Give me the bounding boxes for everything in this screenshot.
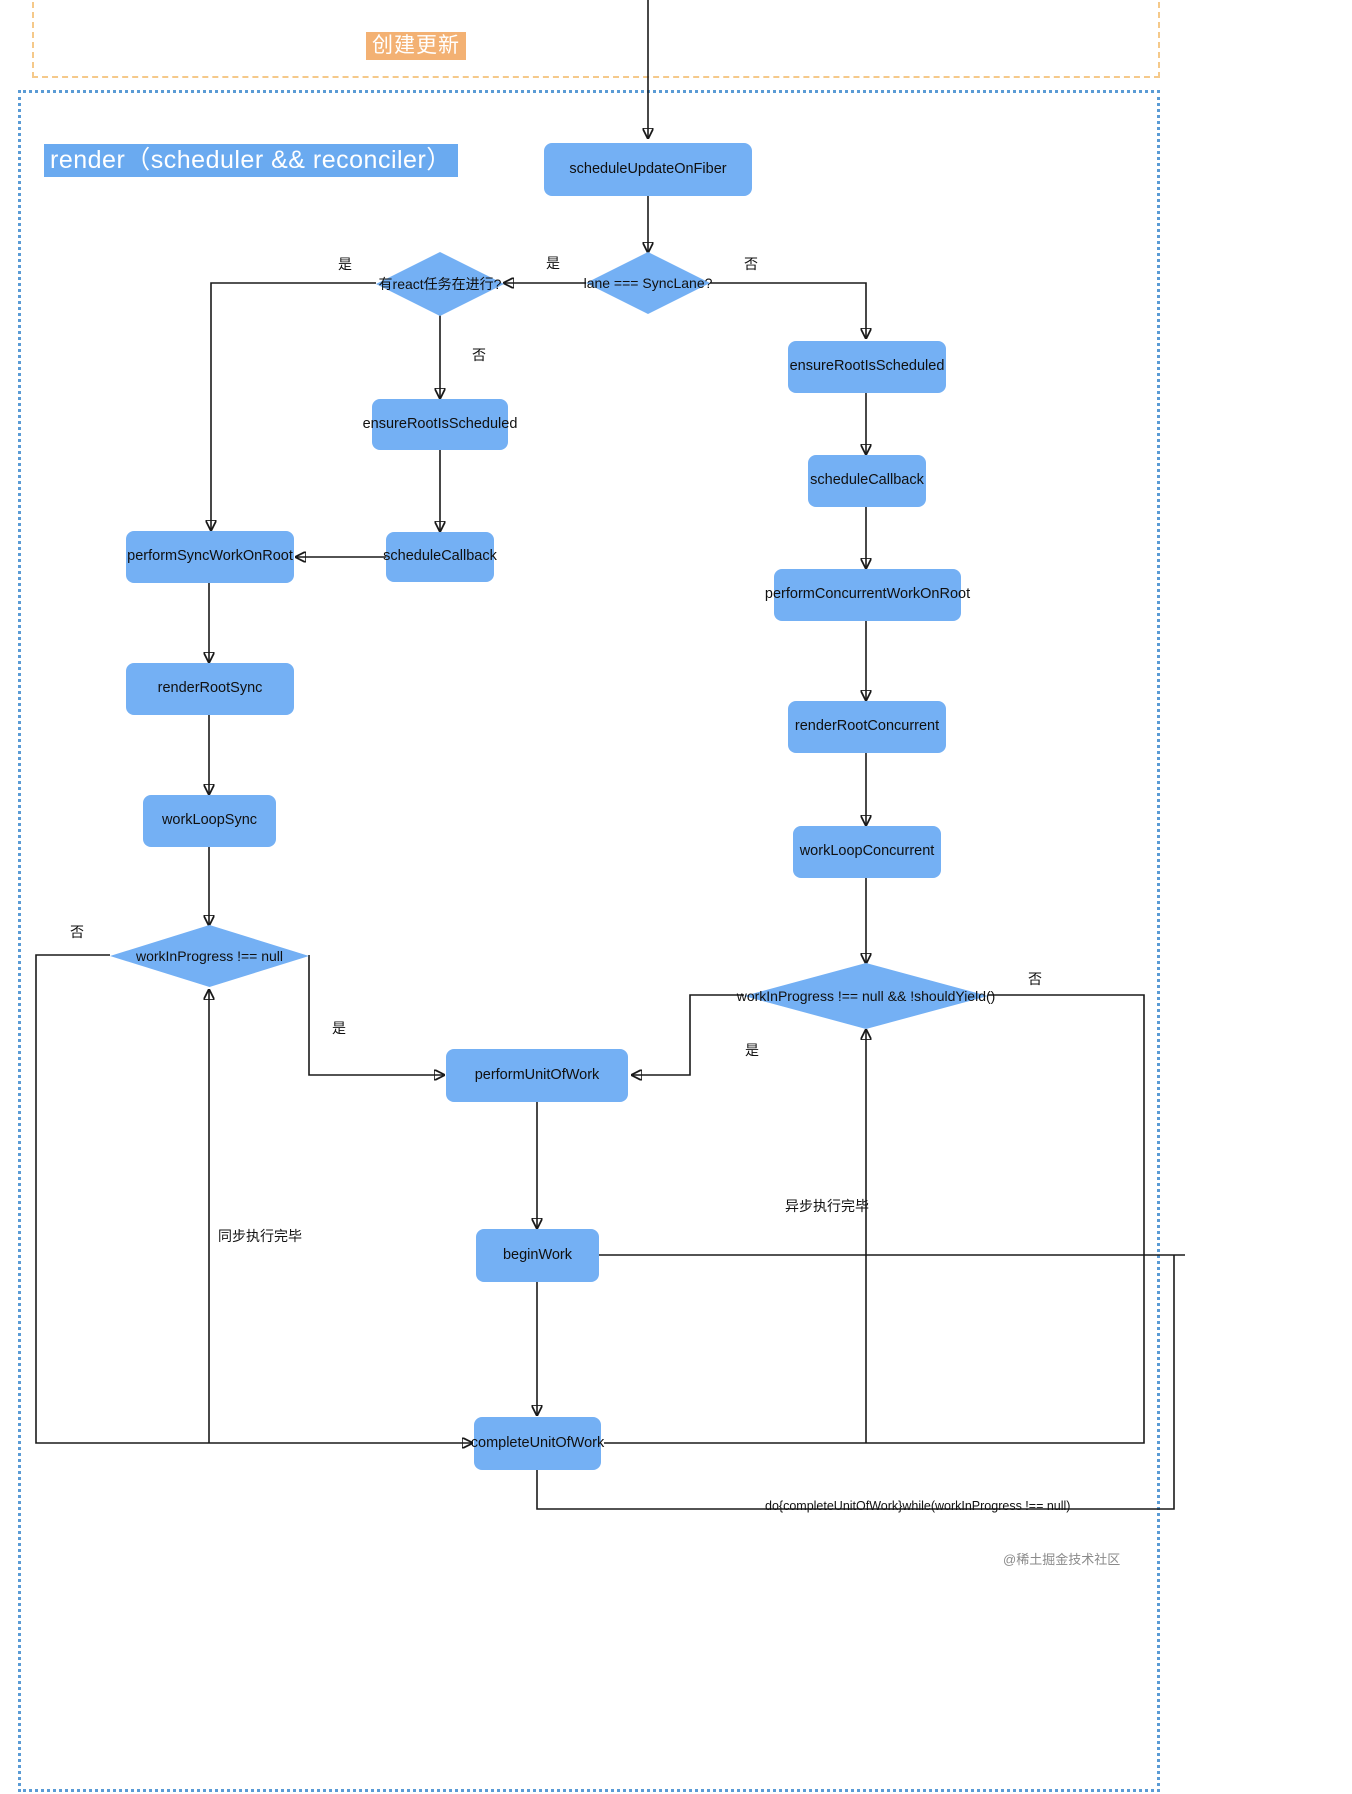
node-perform-concurrent-work-on-root[interactable]: performConcurrentWorkOnRoot [765,569,970,621]
edge-label-no-sync-lane: 否 [744,256,758,272]
node-ensure-root-is-scheduled-left[interactable]: ensureRootIsScheduled [363,399,517,450]
edge-label-yes-wip-sync: 是 [332,1020,346,1036]
edge-label-sync-done: 同步执行完毕 [218,1228,302,1244]
edge-label-no-react-task: 否 [472,347,486,363]
node-render-root-sync[interactable]: renderRootSync [126,663,294,715]
decision-lane-is-sync[interactable]: lane === SyncLane? [584,252,712,314]
node-perform-sync-work-on-root[interactable]: performSyncWorkOnRoot [126,531,294,583]
node-perform-unit-of-work[interactable]: performUnitOfWork [446,1049,628,1102]
watermark: @稀土掘金技术社区 [1003,1552,1121,1567]
zone-render-label: render（scheduler && reconciler） [44,144,458,177]
edge-label-no-wip-sync: 否 [70,924,84,940]
edge-label-yes-wip-concurrent: 是 [745,1042,759,1058]
node-schedule-callback-right[interactable]: scheduleCallback [808,455,926,507]
decision-wip-not-null-should-yield[interactable]: workInProgress !== null && !shouldYield(… [737,963,995,1029]
node-work-loop-sync[interactable]: workLoopSync [143,795,276,847]
node-schedule-update-on-fiber[interactable]: scheduleUpdateOnFiber [544,143,752,196]
edge-label-yes-react-task: 是 [338,256,352,272]
node-render-root-concurrent[interactable]: renderRootConcurrent [788,701,946,753]
node-begin-work[interactable]: beginWork [476,1229,599,1282]
node-ensure-root-is-scheduled-right[interactable]: ensureRootIsScheduled [788,341,946,393]
node-schedule-callback-left[interactable]: scheduleCallback [383,532,497,582]
decision-wip-not-null[interactable]: workInProgress !== null [110,925,309,987]
zone-create-update-frame [32,0,1160,78]
node-work-loop-concurrent[interactable]: workLoopConcurrent [793,826,941,878]
zone-create-update-label: 创建更新 [366,32,466,61]
edge-label-no-wip-concurrent: 否 [1028,971,1042,987]
edge-label-yes-sync-lane: 是 [546,255,560,271]
decision-react-task-running[interactable]: 有react任务在进行? [376,252,504,316]
edge-label-do-while: do{completeUnitOfWork}while(workInProgre… [765,1499,1071,1513]
node-complete-unit-of-work[interactable]: completeUnitOfWork [471,1417,604,1470]
edge-label-async-done: 异步执行完毕 [785,1198,869,1214]
zone-render-frame [18,90,1160,1792]
